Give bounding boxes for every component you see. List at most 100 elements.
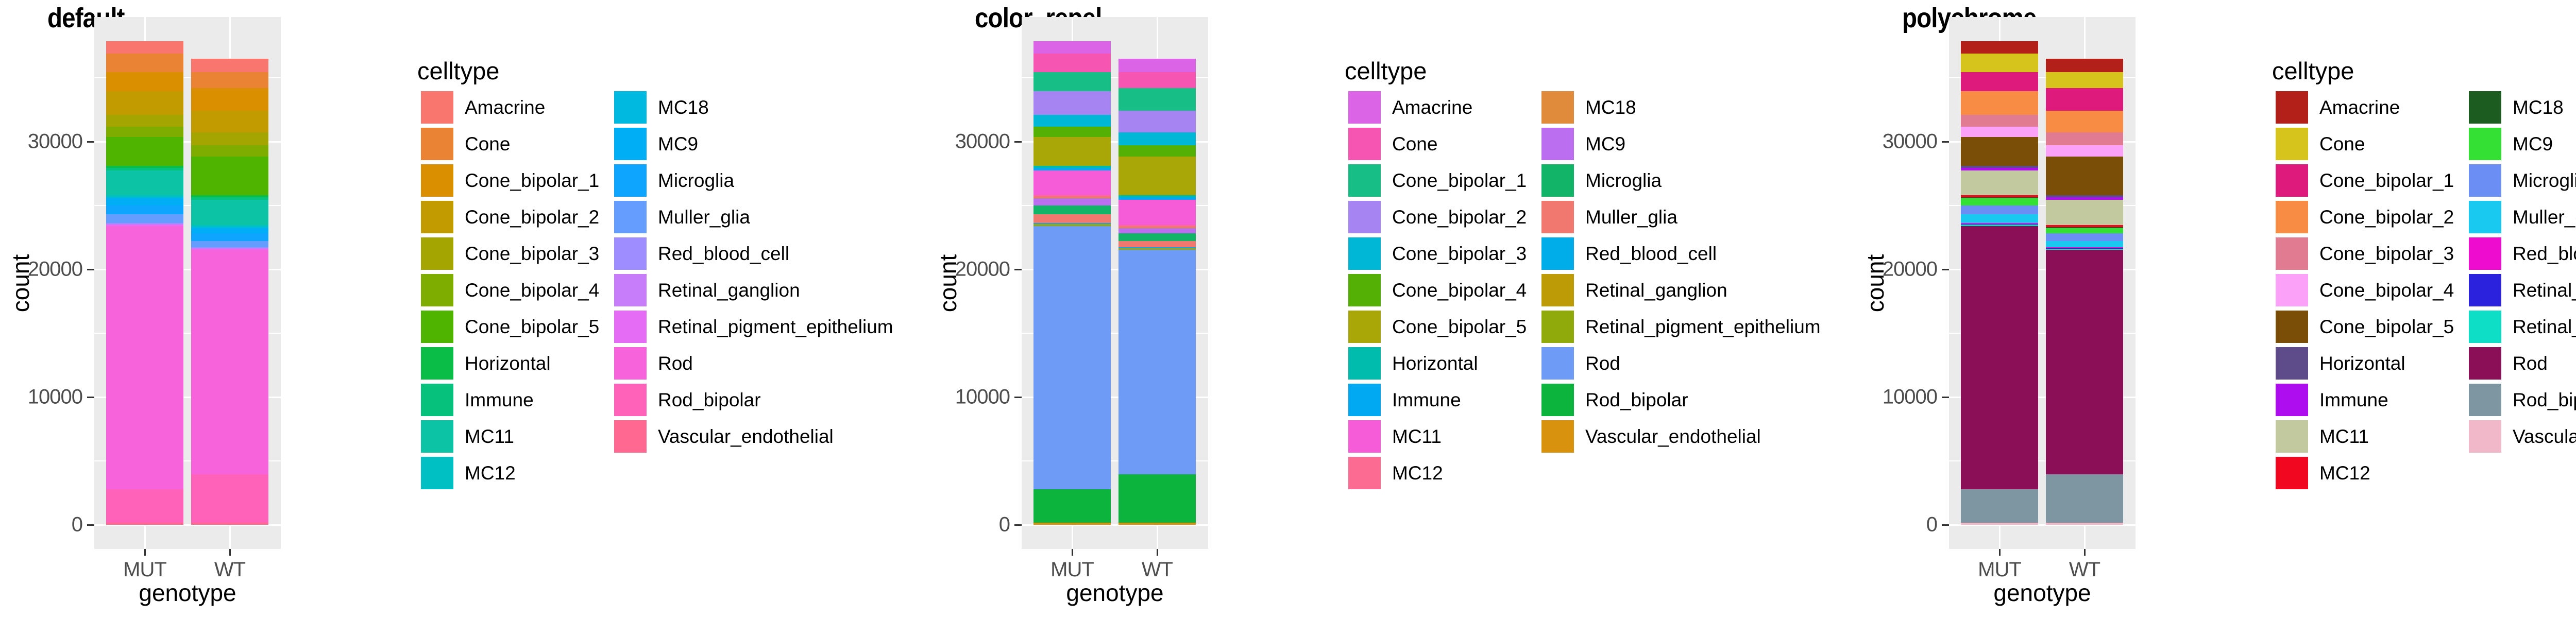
- bar-segment-MC11: [2046, 199, 2123, 226]
- bar-segment-MC12: [1118, 225, 1196, 228]
- bar-segment-Cone_bipolar_2: [106, 91, 183, 115]
- bar-segment-Cone_bipolar_2: [1118, 111, 1196, 133]
- legend-label-Immune: Immune: [2319, 389, 2388, 410]
- legend-title: celltype: [417, 57, 500, 84]
- bar-segment-Retinal_ganglion: [106, 224, 183, 225]
- legend-key-Cone_bipolar_3: [1348, 237, 1381, 270]
- x-axis-title: genotype: [139, 579, 236, 606]
- bar-segment-Horizontal: [1118, 195, 1196, 197]
- bar-segment-Immune: [1961, 167, 2038, 170]
- x-tick: [1156, 549, 1158, 556]
- x-tick: [1998, 549, 2001, 556]
- y-tick: [1014, 141, 1022, 143]
- y-tick: [87, 396, 94, 398]
- bar-segment-Rod_bipolar: [1118, 474, 1196, 523]
- legend-label-MC11: MC11: [1392, 425, 1442, 447]
- bar-segment-Immune: [1033, 167, 1111, 170]
- legend-key-Rod: [1541, 347, 1574, 380]
- legend-label-Cone_bipolar_5: Cone_bipolar_5: [465, 316, 600, 337]
- bar-segment-Rod_bipolar: [2046, 474, 2123, 523]
- legend-key-Cone_bipolar_5: [2276, 311, 2308, 343]
- y-tick-label: 30000: [1882, 130, 1938, 153]
- legend-label-Rod: Rod: [658, 352, 693, 374]
- legend-label-Retinal_ganglion: Retinal_ganglion: [1585, 279, 1727, 301]
- gridline-minor: [94, 460, 281, 461]
- legend-label-Microglia: Microglia: [1585, 169, 1662, 191]
- bar-segment-Microglia: [1961, 205, 2038, 215]
- bar-segment-Retinal_ganglion: [2046, 248, 2123, 249]
- bar-segment-MC18: [1118, 227, 1196, 229]
- legend-key-Rod: [614, 347, 647, 380]
- legend-key-Cone_bipolar_4: [1348, 274, 1381, 306]
- legend-label-Cone: Cone: [1392, 133, 1438, 154]
- y-tick: [87, 268, 94, 270]
- gridline-minor: [1022, 460, 1208, 461]
- gridline-major: [94, 141, 281, 143]
- y-tick-label: 0: [71, 513, 83, 536]
- bar-segment-Cone_bipolar_4: [1961, 127, 2038, 138]
- bar-segment-Amacrine: [1118, 58, 1196, 72]
- y-tick-label: 0: [1926, 513, 1938, 536]
- gridline-minor: [94, 205, 281, 206]
- bar-segment-Retinal_pigment_epithelium: [1961, 225, 2038, 226]
- bar-segment-Retinal_ganglion: [191, 248, 268, 249]
- bar-segment-Red_blood_cell: [191, 247, 268, 248]
- legend-key-Rod_bipolar: [1541, 384, 1574, 416]
- legend-key-Rod: [2469, 347, 2501, 380]
- bar-segment-Retinal_pigment_epithelium: [106, 225, 183, 226]
- legend-key-Retinal_ganglion: [614, 274, 647, 306]
- bar-segment-Cone: [1033, 53, 1111, 72]
- legend-key-Retinal_pigment_epithelium: [1541, 311, 1574, 343]
- gridline-major: [1022, 141, 1208, 143]
- legend-label-Cone: Cone: [2319, 133, 2365, 154]
- legend-key-Cone_bipolar_1: [2276, 164, 2308, 197]
- legend-key-MC12: [2276, 457, 2308, 489]
- legend-key-Cone: [421, 128, 453, 160]
- legend-key-MC12: [1348, 457, 1381, 489]
- legend-key-Muller_glia: [614, 201, 647, 233]
- legend-label-Cone_bipolar_4: Cone_bipolar_4: [465, 279, 600, 301]
- legend-key-Cone: [2276, 128, 2308, 160]
- legend-label-Cone_bipolar_1: Cone_bipolar_1: [2319, 169, 2454, 191]
- bar-segment-Cone_bipolar_4: [191, 145, 268, 157]
- bar-segment-Microglia: [1118, 233, 1196, 242]
- bar-segment-Cone_bipolar_5: [1118, 156, 1196, 195]
- x-tick: [1071, 549, 1073, 556]
- plot-panel: [94, 17, 281, 549]
- x-tick-label: WT: [1141, 558, 1173, 581]
- bar-segment-Immune: [191, 197, 268, 200]
- bar-segment-Amacrine: [2046, 58, 2123, 72]
- legend-key-Retinal_pigment_epithelium: [2469, 311, 2501, 343]
- legend-key-MC18: [614, 91, 647, 124]
- y-tick-label: 30000: [27, 130, 83, 153]
- bar-segment-MC18: [1033, 197, 1111, 199]
- legend-label-Muller_glia: Muller_glia: [2513, 206, 2576, 228]
- bar-segment-Cone: [1961, 53, 2038, 72]
- bar-segment-Retinal_pigment_epithelium: [191, 248, 268, 250]
- legend-label-Horizontal: Horizontal: [2319, 352, 2405, 374]
- bar-segment-Rod: [191, 249, 268, 475]
- bar-segment-Cone_bipolar_4: [2046, 145, 2123, 157]
- bar-segment-Cone_bipolar_5: [191, 156, 268, 195]
- bar-segment-Horizontal: [2046, 195, 2123, 197]
- legend-key-Amacrine: [1348, 91, 1381, 124]
- bar-segment-Muller_glia: [106, 214, 183, 224]
- bar-segment-Vascular_endothelial: [1118, 523, 1196, 525]
- legend-key-Retinal_pigment_epithelium: [614, 311, 647, 343]
- bar-segment-Cone_bipolar_3: [191, 132, 268, 146]
- legend-key-Horizontal: [2276, 347, 2308, 380]
- y-tick-label: 10000: [955, 385, 1010, 408]
- bar-segment-Microglia: [1033, 205, 1111, 215]
- legend-label-Vascular_endothelial: Vascular_endothelial: [658, 425, 834, 447]
- legend-label-Vascular_endothelial: Vascular_endothelial: [2513, 425, 2576, 447]
- legend-key-MC18: [1541, 91, 1574, 124]
- bar-segment-Muller_glia: [1118, 241, 1196, 248]
- y-tick-label: 20000: [27, 258, 83, 281]
- bar-segment-MC12: [1961, 195, 2038, 197]
- bar-segment-MC11: [1961, 170, 2038, 195]
- gridline-minor: [94, 77, 281, 78]
- legend-label-Cone_bipolar_3: Cone_bipolar_3: [1392, 243, 1527, 264]
- bar-segment-MC11: [1033, 170, 1111, 195]
